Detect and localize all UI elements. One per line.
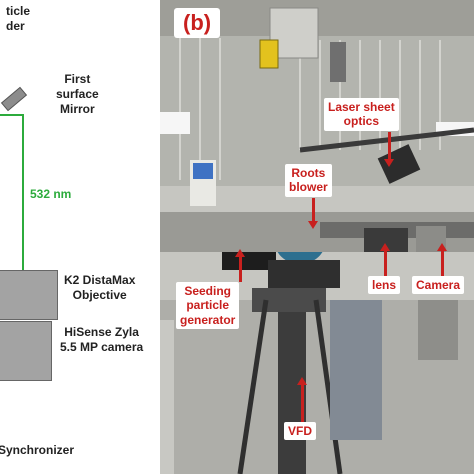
callout-lens: lens bbox=[368, 276, 401, 295]
synchronizer-label: Synchronizer bbox=[0, 443, 75, 457]
panel-b-tag: (b) bbox=[174, 8, 221, 38]
photo-panel-b: (b) Laser sheet optics Roots blower lens… bbox=[160, 0, 474, 474]
callout-seeding-particle-generator: Seeding particle generator bbox=[176, 282, 240, 330]
objective-label: K2 DistaMax Objective bbox=[64, 273, 136, 302]
camera-label: HiSense Zyla 5.5 MP camera bbox=[60, 325, 144, 354]
schematic-panel-a: ticle der First surface Mirror 532 nm K2… bbox=[0, 0, 160, 474]
mirror-icon bbox=[0, 86, 28, 112]
wavelength-label: 532 nm bbox=[30, 187, 72, 201]
callout-laser-sheet-optics: Laser sheet optics bbox=[324, 98, 399, 131]
arrow-laser-sheet-optics bbox=[384, 132, 394, 167]
arrow-camera bbox=[437, 243, 447, 276]
laser-beam-vertical bbox=[22, 114, 24, 270]
seeder-label: ticle der bbox=[6, 4, 31, 33]
arrow-lens bbox=[380, 243, 390, 276]
mirror-label: First surface Mirror bbox=[56, 72, 99, 116]
camera-box bbox=[0, 321, 52, 381]
arrow-vfd bbox=[297, 377, 307, 422]
arrow-roots-blower bbox=[308, 198, 318, 229]
callout-camera: Camera bbox=[412, 276, 465, 295]
arrow-seeding-particle-generator bbox=[235, 249, 245, 282]
callout-roots-blower: Roots blower bbox=[285, 164, 332, 197]
callout-vfd: VFD bbox=[284, 422, 316, 441]
laser-beam-horizontal bbox=[0, 114, 24, 116]
lab-photo-illustration bbox=[160, 0, 474, 474]
objective-box bbox=[0, 270, 58, 320]
